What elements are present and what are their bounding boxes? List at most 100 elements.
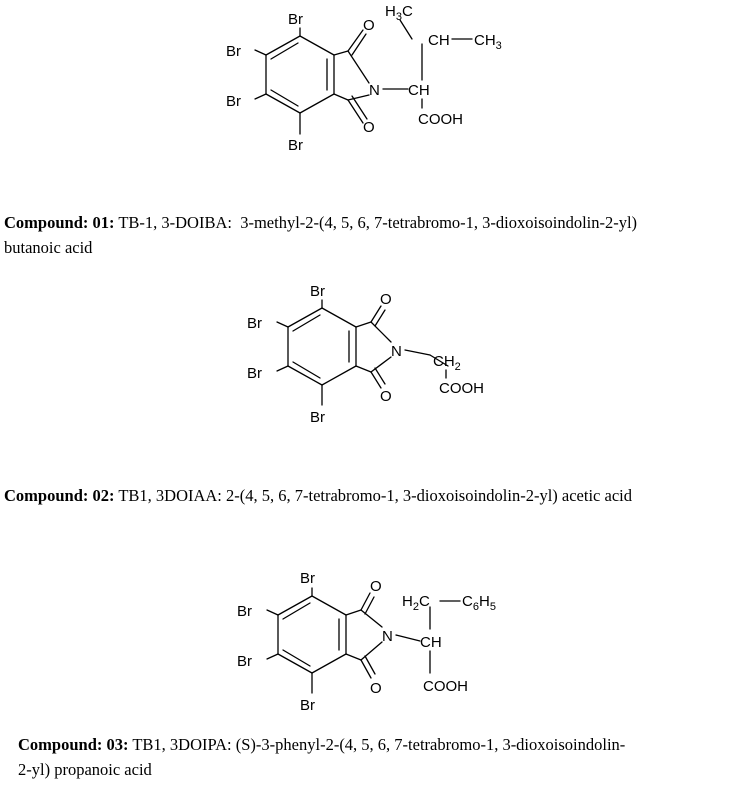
compound-01-label: Compound: 01: — [4, 213, 115, 232]
bromine-label: Br — [288, 137, 303, 154]
cooh-label: COOH — [418, 111, 463, 128]
bromine-label: Br — [237, 603, 252, 620]
compound-01-structure: Br Br Br Br O O N CH COOH H3C CH CH3 — [0, 0, 754, 180]
benzene-ring — [277, 595, 347, 674]
compound-03-label: Compound: 03: — [18, 735, 129, 754]
h2c-label: H2C — [402, 593, 430, 613]
compound-02-label: Compound: 02: — [4, 486, 115, 505]
ch3-label: CH3 — [474, 32, 502, 52]
oxygen-label: O — [370, 680, 382, 697]
compound-01-caption: Compound: 01: TB-1, 3-DOIBA: 3-methyl-2-… — [4, 210, 750, 260]
bromine-label: Br — [226, 93, 241, 110]
chemical-bond — [311, 653, 347, 674]
chemical-bond — [321, 307, 357, 328]
oxygen-label: O — [363, 17, 375, 34]
chemical-bond — [364, 655, 376, 675]
chemical-bond — [299, 35, 335, 56]
chemical-bond — [277, 653, 313, 674]
compound-03-code: TB1, 3DOIPA: — [132, 735, 232, 754]
bromine-label: Br — [300, 570, 315, 587]
compound-02-caption: Compound: 02: TB1, 3DOIAA: 2-(4, 5, 6, 7… — [4, 483, 750, 508]
ch-label: CH — [420, 634, 442, 651]
oxygen-label: O — [380, 388, 392, 405]
chemical-bond — [370, 305, 382, 323]
chemical-bond — [311, 595, 347, 616]
bromine-label: Br — [237, 653, 252, 670]
ch2-label: CH2 — [433, 353, 461, 373]
chemical-bond — [287, 307, 323, 328]
chemical-bond — [266, 653, 279, 660]
chemical-bond — [429, 354, 449, 367]
chemical-bond — [355, 365, 372, 373]
chemical-bond — [355, 321, 372, 328]
cooh-label: COOH — [439, 380, 484, 397]
compound-01-name-continued: butanoic acid — [4, 238, 93, 257]
ch-branch-label: CH — [428, 32, 450, 49]
chemical-bond — [404, 349, 431, 356]
chemical-bond — [254, 93, 267, 100]
oxygen-label: O — [363, 119, 375, 136]
nitrogen-label: N — [382, 628, 393, 645]
compound-03-name-continued: 2-yl) propanoic acid — [18, 760, 152, 779]
bromine-label: Br — [310, 283, 325, 300]
chemical-bond — [345, 653, 362, 661]
chemical-bond — [292, 361, 321, 379]
bromine-label: Br — [310, 409, 325, 426]
chemical-bond — [276, 365, 289, 372]
chemical-bond — [266, 609, 279, 616]
compound-02-name: 2-(4, 5, 6, 7-tetrabromo-1, 3-dioxoisoin… — [226, 486, 632, 505]
chemical-bond — [370, 356, 392, 373]
compound-03-structure: Br Br Br Br O O N CH COOH H2C C6H5 — [0, 565, 754, 735]
chemical-bond — [254, 49, 267, 56]
chemical-bond — [395, 634, 421, 642]
chemical-bond — [292, 314, 321, 332]
imide-ring — [345, 592, 383, 679]
imide-ring — [333, 29, 370, 124]
chemical-bond — [360, 592, 371, 611]
chemical-bond — [351, 95, 368, 120]
compound-01-name: 3-methyl-2-(4, 5, 6, 7-tetrabromo-1, 3-d… — [240, 213, 638, 232]
bromine-label: Br — [247, 315, 262, 332]
compound-03-caption: Compound: 03: TB1, 3DOIPA: (S)-3-phenyl-… — [18, 732, 748, 782]
chemical-bond — [282, 649, 311, 667]
chemical-bond — [347, 29, 364, 52]
compound-02-structure: Br Br Br Br O O N CH2 COOH — [0, 270, 754, 450]
chemical-bond — [333, 93, 349, 101]
chemical-bond — [360, 609, 383, 628]
chemical-bond — [276, 321, 289, 328]
oxygen-label: O — [380, 291, 392, 308]
chemical-bond — [364, 596, 375, 615]
chemical-bond — [265, 35, 301, 56]
chemical-bond — [399, 19, 413, 40]
oxygen-label: O — [370, 578, 382, 595]
compound-02-code: TB1, 3DOIAA: — [118, 486, 222, 505]
chemical-bond — [287, 365, 323, 386]
bromine-label: Br — [300, 697, 315, 714]
c6h5-label: C6H5 — [462, 593, 496, 613]
chemical-bond — [345, 609, 362, 616]
chemical-bond — [374, 309, 386, 327]
chemical-bond — [282, 602, 311, 620]
chemical-bond — [321, 365, 357, 386]
compound-01-code: TB-1, 3-DOIBA: — [118, 213, 232, 232]
imide-ring — [355, 305, 392, 389]
chemical-bond — [360, 641, 383, 661]
chemical-bond — [370, 371, 382, 389]
compound-03-name: (S)-3-phenyl-2-(4, 5, 6, 7-tetrabromo-1,… — [235, 735, 626, 754]
chemical-bond — [347, 99, 364, 124]
benzene-ring — [287, 307, 357, 386]
chemical-bond — [360, 659, 372, 679]
chemical-bond — [333, 50, 349, 56]
cooh-label: COOH — [423, 678, 468, 695]
chemical-bond — [270, 42, 299, 60]
chemical-bond — [299, 93, 335, 114]
chemical-bond — [347, 50, 370, 84]
nitrogen-label: N — [391, 343, 402, 360]
chemical-bond — [370, 321, 392, 343]
benzene-ring — [265, 35, 335, 114]
chemical-bond — [347, 94, 370, 101]
bromine-label: Br — [247, 365, 262, 382]
chemical-bond — [374, 367, 386, 385]
chemical-bond — [265, 93, 301, 114]
chemical-bond — [351, 33, 367, 56]
